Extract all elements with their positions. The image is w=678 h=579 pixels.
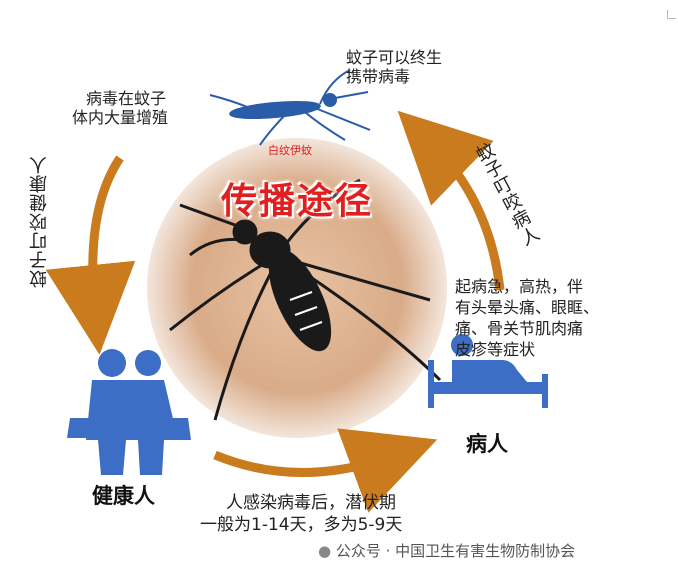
arrow-bottom xyxy=(213,428,438,513)
corner-mark xyxy=(667,10,676,19)
watermark-text: 公众号 · 中国卫生有害生物防制协会 xyxy=(335,542,576,560)
arrow-right xyxy=(397,110,505,291)
patient-label: 病人 xyxy=(466,432,508,456)
virus-multiply-line2: 体内大量增殖 xyxy=(72,108,169,127)
lifelong-carrier-line1: 蚊子可以终生 xyxy=(346,48,443,67)
symptom-line4: 皮疹等症状 xyxy=(455,340,536,359)
incubation-line2: 一般为1-14天，多为5-9天 xyxy=(200,515,403,535)
incubation-line1: 人感染病毒后，潜伏期 xyxy=(226,493,396,513)
wechat-icon: ● xyxy=(318,542,332,560)
lifelong-carrier-line2: 携带病毒 xyxy=(346,67,411,86)
symptom-line1: 起病急，高热，伴 xyxy=(455,277,584,296)
patient-in-bed-icon xyxy=(428,334,548,408)
healthy-people-icon xyxy=(67,349,191,475)
symptom-line2: 有头晕头痛、眼眶、 xyxy=(455,298,600,317)
arrow-left xyxy=(45,155,136,355)
watermark: ● 公众号 · 中国卫生有害生物防制协会 xyxy=(318,540,575,561)
virus-multiply-line1: 病毒在蚊子 xyxy=(86,89,167,108)
page-title: 传播途径 xyxy=(220,181,373,222)
aedes-mosquito-icon xyxy=(209,69,371,146)
symptom-line3: 痛、骨关节肌肉痛 xyxy=(455,319,584,338)
healthy-label: 健康人 xyxy=(92,484,155,508)
mosquito-closeup-icon xyxy=(169,178,442,421)
mosquito-name-label: 白纹伊蚊 xyxy=(268,144,312,157)
bite-healthy-label: 蚊子叮咬健康人 xyxy=(29,155,50,288)
